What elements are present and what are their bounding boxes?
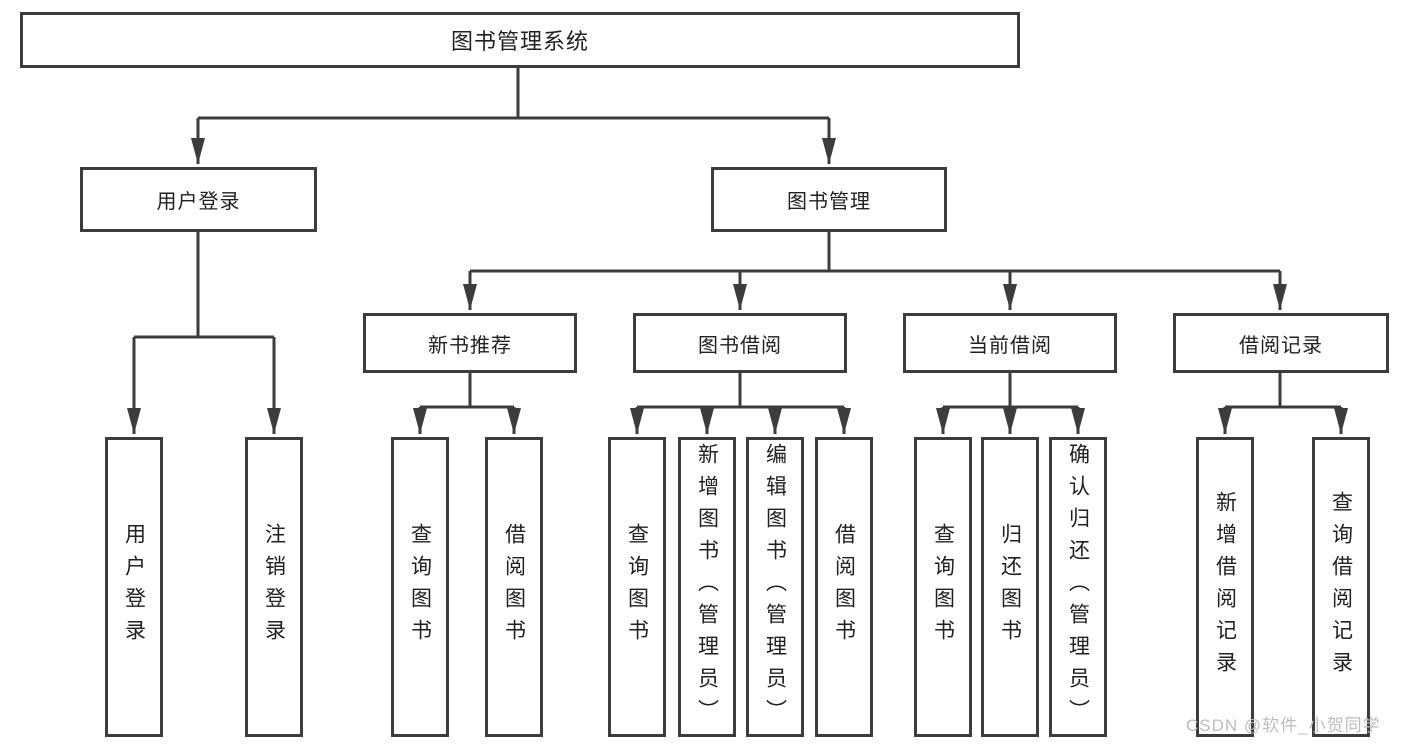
- leaf-add-book-admin-label: 新增图书（管理员）: [695, 443, 719, 731]
- leaf-recommend-query-book-label: 查询图书: [408, 523, 432, 651]
- node-new-book-recommend-label: 新书推荐: [428, 334, 512, 357]
- leaf-add-borrow-record-label: 新增借阅记录: [1213, 491, 1237, 683]
- leaf-logout: 注销登录: [245, 437, 303, 737]
- leaf-current-query-book-label: 查询图书: [931, 523, 955, 651]
- leaf-borrow-book-label: 借阅图书: [832, 523, 856, 651]
- node-book-borrow-label: 图书借阅: [698, 334, 782, 357]
- leaf-borrow-query-book: 查询图书: [608, 437, 666, 737]
- node-user-login: 用户登录: [80, 167, 317, 232]
- node-current-borrow-label: 当前借阅: [968, 334, 1052, 357]
- leaf-edit-book-admin: 编辑图书（管理员）: [746, 437, 804, 737]
- node-current-borrow: 当前借阅: [903, 313, 1117, 373]
- node-root-system: 图书管理系统: [20, 12, 1020, 68]
- node-borrow-record: 借阅记录: [1173, 313, 1389, 373]
- leaf-recommend-query-book: 查询图书: [391, 437, 449, 737]
- node-book-borrow: 图书借阅: [633, 313, 847, 373]
- leaf-user-login-label: 用户登录: [122, 523, 146, 651]
- leaf-edit-book-admin-label: 编辑图书（管理员）: [763, 443, 787, 731]
- leaf-add-borrow-record: 新增借阅记录: [1196, 437, 1254, 737]
- leaf-logout-label: 注销登录: [262, 523, 286, 651]
- leaf-return-book: 归还图书: [981, 437, 1039, 737]
- connector-current-borrow-bus: [943, 373, 1078, 409]
- leaf-recommend-borrow-book: 借阅图书: [485, 437, 543, 737]
- connector-book-borrow-bus: [637, 373, 844, 409]
- connector-borrow-record-bus: [1225, 373, 1341, 409]
- leaf-query-borrow-record-label: 查询借阅记录: [1329, 491, 1353, 683]
- leaf-return-book-label: 归还图书: [998, 523, 1022, 651]
- leaf-add-book-admin: 新增图书（管理员）: [678, 437, 736, 737]
- node-book-management-label: 图书管理: [787, 191, 871, 213]
- leaf-confirm-return-admin-label: 确认归还（管理员）: [1066, 443, 1090, 731]
- node-borrow-record-label: 借阅记录: [1239, 334, 1323, 357]
- connector-book-management-bus: [470, 232, 1280, 273]
- node-root-system-label: 图书管理系统: [450, 29, 589, 54]
- connector-new-book-recommend-bus: [420, 373, 514, 409]
- leaf-borrow-book: 借阅图书: [815, 437, 873, 737]
- connector-user-login-bus: [134, 232, 274, 339]
- leaf-confirm-return-admin: 确认归还（管理员）: [1049, 437, 1107, 737]
- leaf-user-login: 用户登录: [105, 437, 163, 737]
- csdn-watermark: CSDN @软件_小贺同学: [1186, 716, 1381, 735]
- leaf-query-borrow-record: 查询借阅记录: [1312, 437, 1370, 737]
- leaf-current-query-book: 查询图书: [914, 437, 972, 737]
- node-new-book-recommend: 新书推荐: [363, 313, 577, 373]
- node-book-management: 图书管理: [711, 167, 947, 232]
- leaf-borrow-query-book-label: 查询图书: [625, 523, 649, 651]
- leaf-recommend-borrow-book-label: 借阅图书: [502, 523, 526, 651]
- connector-root-bus: [198, 68, 829, 120]
- node-user-login-label: 用户登录: [156, 191, 241, 213]
